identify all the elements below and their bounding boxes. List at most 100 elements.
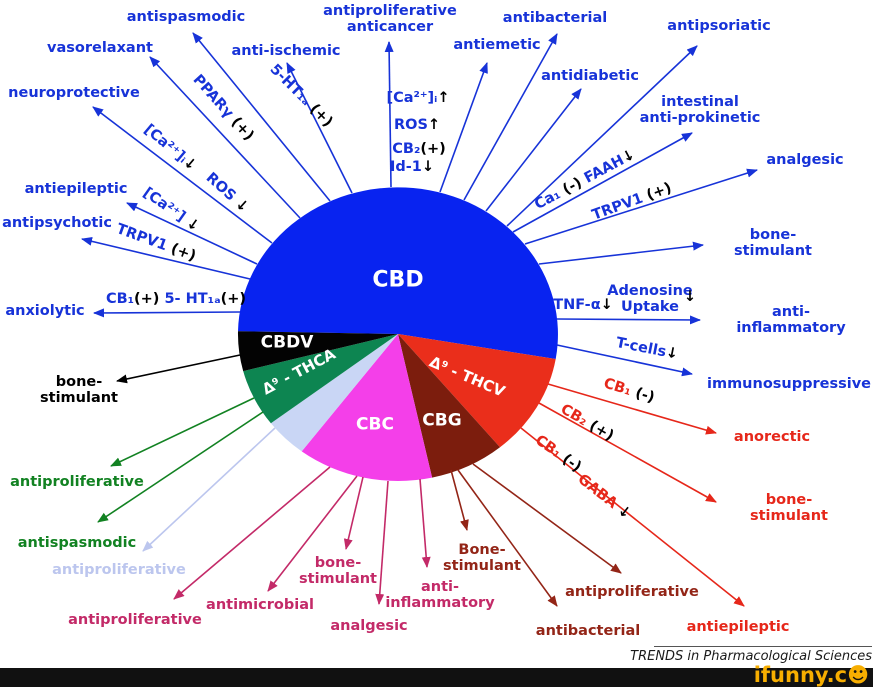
effect-arrow bbox=[457, 469, 558, 607]
pie-slice-cbc bbox=[301, 334, 433, 481]
mechanism-label-text: Ca₁ bbox=[532, 183, 568, 214]
mechanism-label-text: (+) bbox=[220, 290, 247, 307]
effect-label-text: antidiabetic bbox=[541, 67, 639, 84]
effect-arrow bbox=[97, 411, 264, 523]
effect-label: intestinal anti-prokinetic bbox=[640, 94, 761, 126]
effect-arrow bbox=[538, 402, 717, 503]
effect-label-text: antiproliferative bbox=[565, 583, 699, 600]
mechanism-label-text: TRPV1 bbox=[590, 188, 651, 224]
mechanism-label-text: Id-1 bbox=[389, 158, 422, 175]
effect-label: antiepileptic bbox=[687, 619, 790, 635]
effect-label-text: Bone- stimulant bbox=[443, 541, 521, 574]
credit-divider bbox=[654, 646, 872, 647]
effect-label: anti- inflammatory bbox=[385, 579, 494, 611]
mechanism-label-text: T-cells bbox=[614, 335, 668, 361]
effect-arrow bbox=[110, 397, 255, 467]
effect-arrow bbox=[547, 383, 717, 435]
mechanism-label-text: TRPV1 bbox=[114, 221, 175, 256]
effect-arrow bbox=[286, 62, 353, 194]
mechanism-label-text: FAAH bbox=[581, 152, 628, 187]
effect-label-text: antiproliferative anticancer bbox=[323, 2, 457, 35]
slice-label-cbc-text: CBC bbox=[356, 414, 394, 435]
effect-arrow bbox=[419, 478, 431, 568]
effect-arrow bbox=[524, 168, 758, 245]
mechanism-label: TRPV1 (+) bbox=[590, 180, 674, 224]
mechanism-label: GABA ↓ bbox=[574, 471, 633, 522]
slice-label-thcv-text: Δ⁹ - THCV bbox=[426, 352, 508, 401]
mechanism-label-text: CB₁ bbox=[105, 290, 135, 307]
effect-label: bone- stimulant bbox=[40, 374, 118, 406]
effect-label: antiproliferative bbox=[68, 612, 202, 628]
effect-label: analgesic bbox=[330, 618, 407, 634]
effect-arrow bbox=[192, 32, 331, 202]
mechanism-label: TRPV1 (+) bbox=[114, 221, 198, 265]
slice-label-cbdv: CBDV bbox=[261, 333, 314, 352]
mechanism-label-text: [Ca²⁺] bbox=[139, 184, 193, 229]
mechanism-label-text: (+) bbox=[644, 180, 674, 204]
journal-credit: TRENDS in Pharmacological Sciences bbox=[630, 649, 872, 664]
effect-arrow bbox=[520, 427, 745, 607]
mechanism-label-text: (-) bbox=[633, 385, 657, 407]
mechanism-label-text: ↓ bbox=[231, 195, 252, 216]
mechanism-label-text: ROS bbox=[393, 116, 428, 133]
effect-label: analgesic bbox=[766, 152, 843, 168]
effect-label: antiproliferative bbox=[52, 562, 186, 578]
mechanism-label: ↓ bbox=[684, 289, 696, 305]
mechanism-label-text: Adenosine Uptake bbox=[607, 282, 693, 315]
mechanism-label-text: ROS bbox=[202, 169, 243, 208]
effect-label-text: neuroprotective bbox=[8, 84, 140, 101]
mechanism-label-text: CB₂ bbox=[557, 401, 595, 432]
mechanism-label: CB₂ (+) bbox=[558, 401, 617, 444]
effect-label: vasorelaxant bbox=[47, 40, 153, 56]
effect-label-text: antiepileptic bbox=[686, 618, 790, 635]
mechanism-label-text: CB₁ bbox=[601, 375, 638, 401]
effect-arrow bbox=[506, 45, 698, 227]
effect-label: antibacterial bbox=[503, 10, 607, 26]
effect-arrow bbox=[384, 41, 394, 188]
effect-label-text: antiproliferative bbox=[68, 611, 202, 628]
pie-slice-thcv bbox=[398, 334, 556, 448]
effect-arrow bbox=[116, 354, 241, 384]
effect-label-text: analgesic bbox=[766, 151, 844, 168]
mechanism-label-text: (+) bbox=[586, 417, 617, 445]
pie-slice-cbdv bbox=[237, 331, 398, 372]
mechanism-label-text: ↑ bbox=[437, 89, 450, 106]
slice-label-thca: Δ⁹ - THCA bbox=[259, 345, 338, 399]
effect-label-text: bone-stimulant bbox=[734, 226, 812, 259]
mechanism-label: CB₁(+) 5- HT₁ₐ(+) bbox=[106, 291, 246, 307]
effect-arrow bbox=[556, 315, 701, 325]
mechanism-label-text: PPARγ bbox=[189, 71, 240, 126]
effect-arrow bbox=[149, 56, 301, 219]
effect-label-text: bone- stimulant bbox=[750, 491, 828, 524]
mechanism-label: CB₁ (-) bbox=[532, 432, 584, 475]
effect-label-text: antipsoriatic bbox=[667, 17, 771, 34]
mechanism-label: ROS↑ bbox=[394, 117, 440, 133]
mechanism-label: T-cells↓ bbox=[615, 335, 680, 363]
effect-arrow bbox=[375, 480, 389, 605]
effect-arrow bbox=[538, 241, 704, 265]
effect-arrow bbox=[512, 132, 693, 233]
effect-arrow bbox=[556, 344, 693, 377]
mechanism-label-text: ↓ bbox=[421, 158, 435, 175]
effect-label: anorectic bbox=[734, 429, 810, 445]
mechanism-label-text: ↓ bbox=[183, 214, 203, 236]
effect-label: anti- inflammatory bbox=[736, 304, 845, 336]
effect-arrow bbox=[142, 427, 276, 552]
effect-arrow bbox=[173, 466, 331, 600]
effect-label: bone-stimulant bbox=[723, 227, 823, 259]
mechanism-label-text: 5-HT₁ₐ bbox=[266, 61, 318, 113]
effect-label-text: antimicrobial bbox=[206, 596, 314, 613]
mechanism-label: [Ca²⁺]ᵢ↑ bbox=[386, 90, 449, 106]
mechanism-label-text: (+) bbox=[168, 240, 198, 265]
effect-label-text: anti- inflammatory bbox=[385, 578, 495, 611]
slice-label-thcv: Δ⁹ - THCV bbox=[426, 352, 508, 401]
effect-label: antibacterial bbox=[536, 623, 640, 639]
slice-label-cbg: CBG bbox=[422, 411, 461, 430]
mechanism-label: Adenosine Uptake bbox=[607, 283, 692, 315]
effect-label-text: antiproliferative bbox=[10, 473, 144, 490]
effect-label-text: antispasmodic bbox=[126, 8, 246, 25]
mechanism-label: PPARγ (+) bbox=[189, 72, 256, 144]
mechanism-label-text: ↑ bbox=[427, 116, 441, 133]
effect-label: antiepileptic bbox=[25, 181, 128, 197]
